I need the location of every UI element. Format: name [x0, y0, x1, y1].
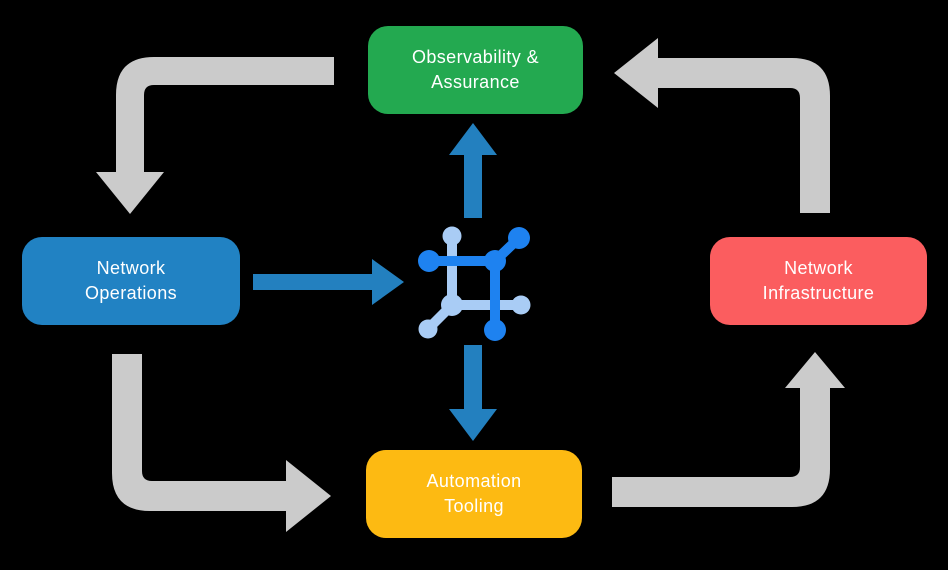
node-automation-tooling: Automation Tooling [366, 450, 582, 538]
node-automation-tooling-label: Automation Tooling [426, 471, 522, 516]
node-network-operations: Network Operations [22, 237, 240, 325]
cycle-arrow-observability-to-operations [96, 57, 334, 214]
node-observability-assurance: Observability & Assurance [368, 26, 583, 114]
node-observability-assurance-label: Observability & Assurance [411, 47, 540, 92]
node-network-infrastructure: Network Infrastructure [710, 237, 927, 325]
cycle-arrow-infrastructure-to-observability [614, 38, 830, 213]
flow-arrow-center-to-observability [449, 123, 497, 218]
cycle-arrow-operations-to-automation [112, 354, 331, 532]
flow-arrow-operations-to-center [253, 259, 404, 305]
node-network-infrastructure-label: Network Infrastructure [762, 258, 875, 303]
flow-arrow-center-to-automation [449, 345, 497, 441]
cycle-arrow-automation-to-infrastructure [612, 352, 845, 507]
network-fabric-icon-secondary-nodes [418, 226, 531, 339]
network-fabric-icon-primary-nodes [418, 227, 530, 341]
node-network-operations-label: Network Operations [84, 258, 178, 303]
network-fabric-icon [418, 226, 531, 341]
